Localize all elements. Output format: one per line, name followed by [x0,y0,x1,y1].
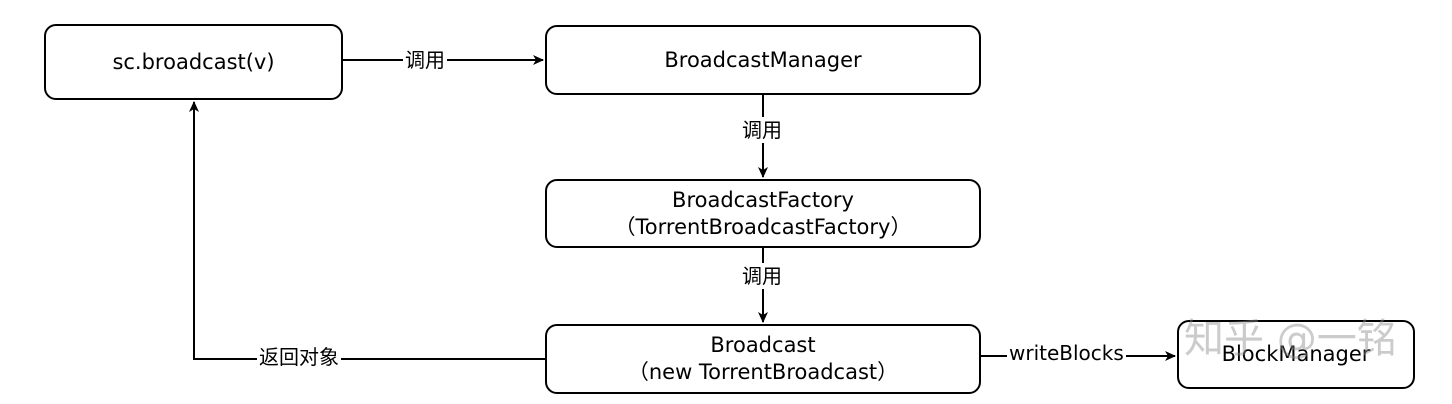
node-block-manager: BlockManager [1177,320,1415,389]
node-broadcast-factory: BroadcastFactory （TorrentBroadcastFactor… [545,179,981,248]
node-sc-broadcast-label: sc.broadcast(v) [112,49,275,74]
edge-label-sc-to-manager: 调用 [403,47,447,73]
edge-broadcast-to-sc [189,101,545,360]
node-broadcast: Broadcast （new TorrentBroadcast） [545,324,981,394]
edge-label-manager-to-factory: 调用 [740,117,784,143]
node-broadcast-manager-label: BroadcastManager [664,47,862,72]
edge-label-broadcast-to-sc: 返回对象 [257,344,341,370]
node-sc-broadcast: sc.broadcast(v) [44,24,343,100]
node-broadcast-factory-sublabel: （TorrentBroadcastFactory） [614,214,912,239]
node-broadcast-factory-label: BroadcastFactory [672,187,854,212]
node-broadcast-label: Broadcast [710,333,816,357]
node-broadcast-sublabel: （new TorrentBroadcast） [627,360,899,384]
edge-label-broadcast-to-block: writeBlocks [1007,340,1126,366]
edge-label-factory-to-broadcast: 调用 [740,263,784,289]
node-block-manager-label: BlockManager [1221,342,1371,366]
node-broadcast-manager: BroadcastManager [545,25,981,95]
